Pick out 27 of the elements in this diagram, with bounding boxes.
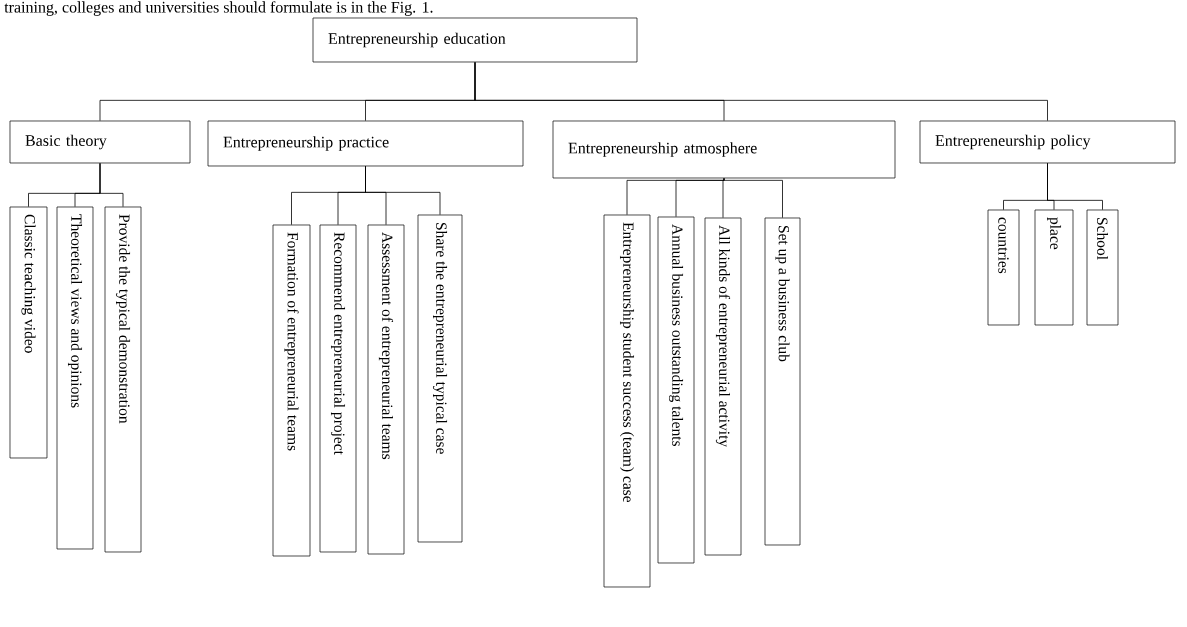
category-box: Basic theory [9,120,191,164]
vertical-text-box: place [1034,209,1074,326]
category-box: Entrepreneurship practice [207,120,524,167]
vertical-text-box: School [1086,209,1119,326]
connector-line [675,177,725,218]
note-text: training, colleges and universities should formulate is in the Fig. 1. [4,1,433,16]
vertical-text-box: Provide the typical demonstration [104,206,142,553]
connector-line [723,177,783,219]
vertical-text-box: Share the entrepreneurial typical case [417,214,463,543]
category-box: Entrepreneurship atmosphere [552,120,896,179]
vertical-text-box: Theoretical views and opinions [56,206,94,550]
connector-line [99,162,124,208]
connector-line [474,61,1048,122]
connector-line [722,177,725,219]
connector-line [1047,162,1103,211]
vertical-text-box: Annual business outstanding talents [657,216,695,564]
vertical-text-box: Classic teaching video [9,206,48,459]
vertical-text-box: Entrepreneurship student success (team) case [603,214,651,588]
vertical-text-box: Assessment of entrepreneurial teams [367,224,405,555]
vertical-text-box: Set up a business club [764,217,801,546]
vertical-text-box: All kinds of entrepreneurial activity [704,217,742,556]
root-box: Entrepreneurship education [312,17,638,63]
connector-line [365,165,441,216]
vertical-text-box: Formation of entrepreneurial teams [272,224,311,557]
vertical-text-box: Recommend entrepreneurial project [319,224,357,553]
category-box: Entrepreneurship policy [919,120,1176,164]
vertical-text-box: countries [987,209,1020,326]
